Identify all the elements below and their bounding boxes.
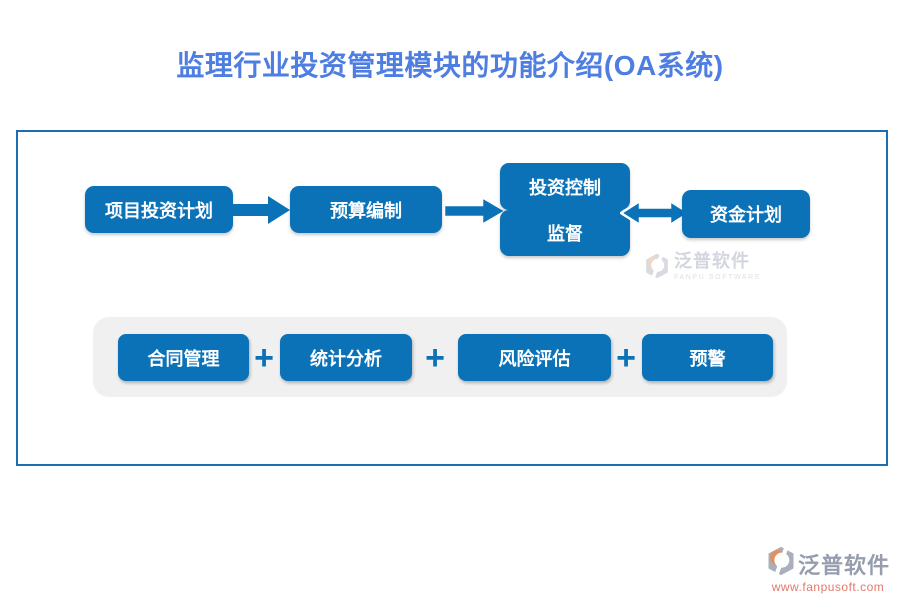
fanpu-logo-icon — [766, 543, 796, 582]
flow-node-supervision: 监督 — [500, 210, 630, 256]
plus-separator: + — [425, 338, 445, 377]
footer-brand: 泛普软件 — [797, 552, 890, 578]
watermark: 泛普软件 FANPU SOFTWARE — [644, 250, 762, 285]
arrow-right-icon — [442, 194, 509, 232]
module-risk-assessment: 风险评估 — [458, 334, 611, 381]
arrow-double-icon — [618, 198, 692, 233]
page-title: 监理行业投资管理模块的功能介绍(OA系统) — [176, 50, 724, 81]
watermark-brand: 泛普软件 — [674, 251, 750, 271]
flow-node-fund-plan: 资金计划 — [682, 190, 810, 238]
flow-node-budget-preparation: 预算编制 — [290, 186, 442, 233]
plus-separator: + — [254, 338, 274, 377]
footer-url: www.fanpusoft.com — [771, 580, 885, 594]
fanpu-logo-icon — [644, 250, 670, 285]
plus-separator: + — [616, 338, 636, 377]
arrow-right-icon — [233, 195, 291, 230]
module-contract-management: 合同管理 — [118, 334, 249, 381]
flow-node-investment-control: 投资控制 — [500, 163, 630, 210]
module-early-warning: 预警 — [642, 334, 773, 381]
footer-logo: 泛普软件 www.fanpusoft.com — [766, 543, 890, 594]
diagram-panel — [16, 130, 888, 466]
watermark-caption: FANPU SOFTWARE — [674, 273, 762, 281]
flow-node-project-investment-plan: 项目投资计划 — [85, 186, 233, 233]
module-statistical-analysis: 统计分析 — [280, 334, 412, 381]
